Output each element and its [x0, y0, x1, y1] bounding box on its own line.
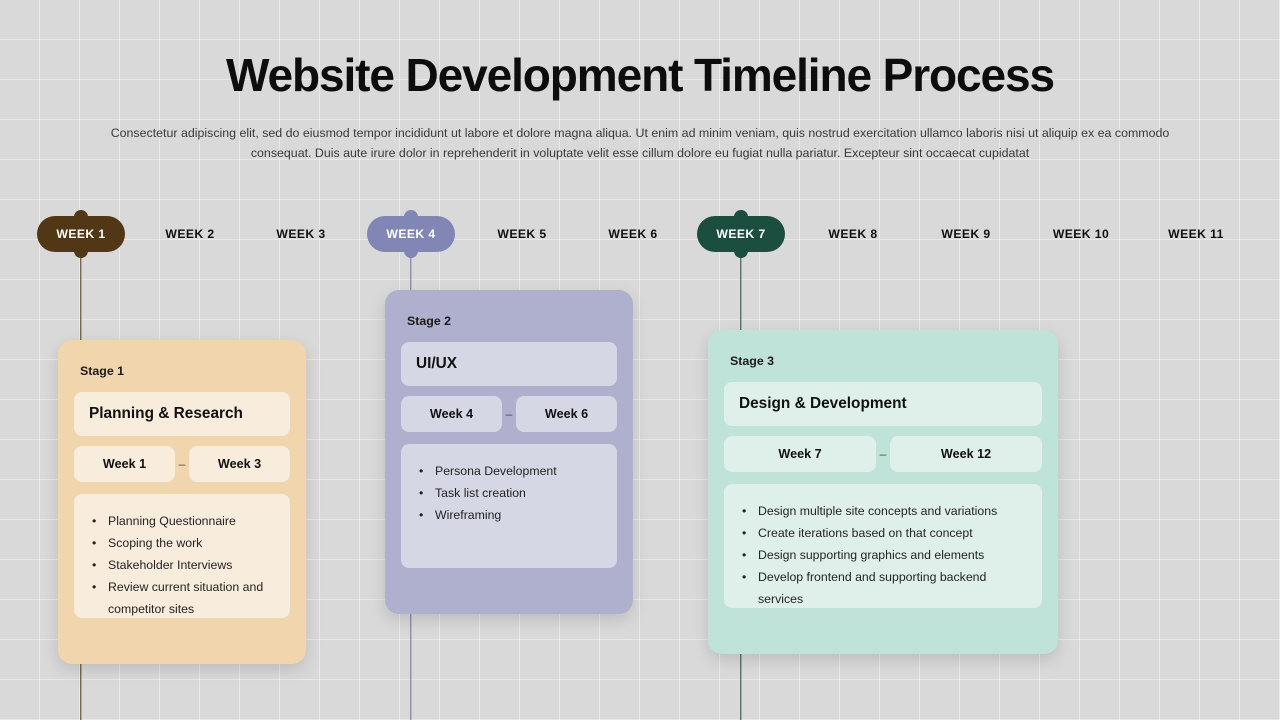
bullet-text: Scoping the work — [108, 536, 203, 550]
stage-title-3: Design & Development — [724, 382, 1042, 426]
week-tick-week-5: WEEK 5 — [497, 227, 547, 241]
page-subtitle: Consectetur adipiscing elit, sed do eius… — [110, 125, 1170, 160]
bullet-text: Develop frontend and supporting backend … — [758, 570, 987, 606]
marker-nub-bottom-icon — [404, 244, 418, 258]
week-tick-week-11: WEEK 11 — [1168, 227, 1224, 241]
range-dash-1: – — [178, 457, 186, 471]
stage-label-3: Stage 3 — [730, 354, 775, 368]
week-marker-label: WEEK 1 — [56, 227, 106, 241]
range-dash-2: – — [505, 407, 513, 421]
bullet-text: Stakeholder Interviews — [108, 558, 233, 572]
week-marker-week-4[interactable]: WEEK 4 — [367, 210, 455, 258]
header: Website Development Timeline Process Con… — [0, 0, 1280, 163]
stage-title-2: UI/UX — [401, 342, 617, 386]
week-start-chip-3[interactable]: Week 7 — [724, 436, 876, 472]
week-marker-label: WEEK 7 — [716, 227, 766, 241]
list-item: • Develop frontend and supporting backend… — [738, 566, 1028, 610]
bullet-text: Persona Development — [435, 464, 557, 478]
bullet-text: Planning Questionnaire — [108, 514, 236, 528]
marker-nub-bottom-icon — [74, 244, 88, 258]
bullet-dot-icon: • — [742, 548, 747, 562]
list-item: • Stakeholder Interviews — [88, 554, 276, 576]
week-marker-week-1[interactable]: WEEK 1 — [37, 210, 125, 258]
bullet-text: Design multiple site concepts and variat… — [758, 504, 998, 518]
bullet-dot-icon: • — [419, 508, 424, 522]
range-dash-3: – — [879, 447, 887, 461]
week-start-chip-2[interactable]: Week 4 — [401, 396, 502, 432]
bullet-dot-icon: • — [742, 504, 747, 518]
stage-label-2: Stage 2 — [407, 314, 452, 328]
bullet-dot-icon: • — [92, 514, 97, 528]
list-item: • Wireframing — [415, 504, 603, 526]
bullet-dot-icon: • — [92, 536, 97, 550]
bullet-text: Task list creation — [435, 486, 526, 500]
stage-week-range-1: Week 1–Week 3 — [74, 446, 290, 482]
stage-label-1: Stage 1 — [80, 364, 125, 378]
week-tick-week-10: WEEK 10 — [1052, 227, 1110, 241]
page-title: Website Development Timeline Process — [226, 49, 1055, 101]
list-item: • Create iterations based on that concept — [738, 522, 1028, 544]
marker-nub-top-icon — [74, 210, 88, 224]
stage-title-1: Planning & Research — [74, 392, 290, 436]
list-item: • Scoping the work — [88, 532, 276, 554]
timeline-axis: WEEK 2 WEEK 3 WEEK 5 WEEK 6 WEEK 8 WEEK 9 WEEK… — [0, 216, 1280, 252]
marker-nub-bottom-icon — [734, 244, 748, 258]
bullet-dot-icon: • — [742, 570, 747, 584]
list-item: • Task list creation — [415, 482, 603, 504]
stage-bullet-box-3: • Design multiple site concepts and varia… — [724, 484, 1042, 608]
bullet-dot-icon: • — [419, 464, 424, 478]
week-end-chip-2[interactable]: Week 6 — [516, 396, 617, 432]
bullet-text: Review current situation and competitor … — [108, 580, 264, 616]
week-tick-week-8: WEEK 8 — [828, 227, 878, 241]
week-marker-week-7[interactable]: WEEK 7 — [697, 210, 785, 258]
bullet-dot-icon: • — [419, 486, 424, 500]
stage-card-2[interactable]: Stage 2 UI/UX Week 4–Week 6 • Persona Develo… — [385, 290, 633, 614]
week-tick-week-2: WEEK 2 — [165, 227, 215, 241]
week-tick-week-6: WEEK 6 — [608, 227, 658, 241]
bullet-dot-icon: • — [742, 526, 747, 540]
week-tick-week-3: WEEK 3 — [276, 227, 326, 241]
week-marker-label: WEEK 4 — [386, 227, 436, 241]
week-end-chip-3[interactable]: Week 12 — [890, 436, 1042, 472]
week-tick-week-9: WEEK 9 — [941, 227, 991, 241]
week-end-chip-1[interactable]: Week 3 — [189, 446, 290, 482]
marker-nub-top-icon — [734, 210, 748, 224]
bullet-text: Wireframing — [435, 508, 502, 522]
bullet-text: Create iterations based on that concept — [758, 526, 973, 540]
stage-week-range-2: Week 4–Week 6 — [401, 396, 617, 432]
stage-bullet-box-2: •Persona Development•Task list creation•… — [401, 444, 617, 568]
list-item: • Persona Development — [415, 460, 603, 482]
week-start-chip-1[interactable]: Week 1 — [74, 446, 175, 482]
marker-nub-top-icon — [404, 210, 418, 224]
stage-bullet-box-1: • Planning Questionnaire • Scoping the work… — [74, 494, 290, 618]
bullet-dot-icon: • — [92, 558, 97, 572]
list-item: • Planning Questionnaire — [88, 510, 276, 532]
bullet-text: Design supporting graphics and elements — [758, 548, 985, 562]
list-item: • Design supporting graphics and elements — [738, 544, 1028, 566]
stage-week-range-3: Week 7–Week 12 — [724, 436, 1042, 472]
list-item: • Review current situation and competitor… — [88, 576, 276, 620]
list-item: • Design multiple site concepts and varia… — [738, 500, 1028, 522]
bullet-dot-icon: • — [92, 580, 97, 594]
